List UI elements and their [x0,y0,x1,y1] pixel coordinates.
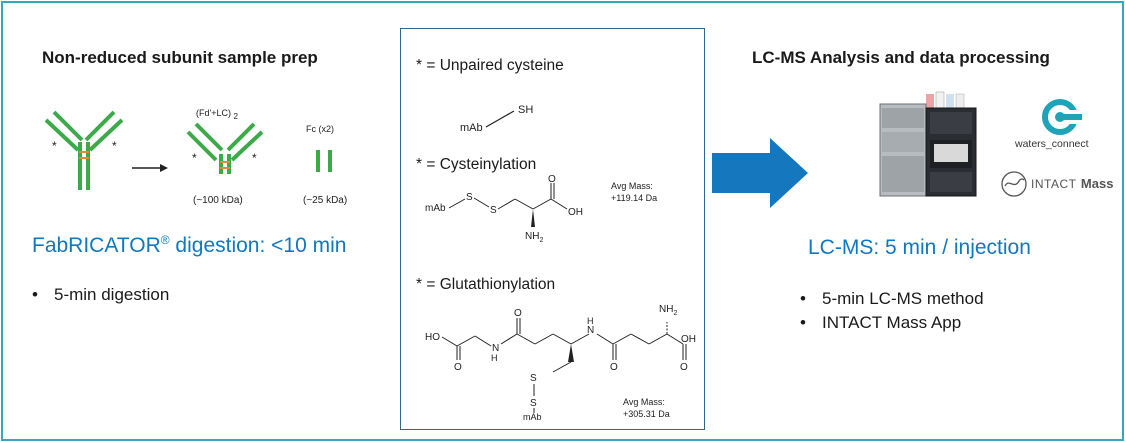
cys-mass-label: Avg Mass: [611,181,653,191]
right-bullet-1: 5-min LC-MS method [800,289,984,309]
fc-fragment-icon [316,150,332,172]
left-bullet: 5-min digestion [32,285,169,305]
asterisk-right: * [112,139,117,153]
mab-label: mAb [460,122,483,134]
left-section-title: Non-reduced subunit sample prep [42,48,318,67]
fc-label: Fc (x2) [306,124,334,134]
glu-o1: O [454,362,462,373]
lcms-title: LC-MS: 5 min / injection [808,236,1031,259]
glu-h1: H [491,353,498,363]
glu-o4: O [680,362,688,373]
glu-nh2: NH2 [659,304,677,317]
sh-label: SH [518,104,533,116]
glu-mab-label: mAb [523,412,542,422]
glu-s1: S [530,373,537,384]
fragment-antibody-icon: * * [186,122,264,174]
cys-mab-label: mAb [425,203,446,214]
fragment-asterisk-right: * [252,151,257,165]
glu-oh: OH [681,334,696,345]
glu-mass-label: Avg Mass: [623,397,665,407]
unpaired-cysteine-title: * = Unpaired cysteine [416,57,564,74]
cysteinylation-title: * = Cysteinylation [416,156,537,173]
glu-h2: H [587,316,594,326]
cys-nh2: NH2 [525,231,543,244]
cys-oh: OH [568,207,583,218]
fragment-asterisk-left: * [192,151,197,165]
glutathionylation-title: * = Glutathionylation [416,276,556,293]
glu-o3: O [610,362,618,373]
intact-mass-label: INTACT Mass [1031,176,1114,191]
right-section-title: LC-MS Analysis and data processing [752,48,1050,67]
waters-connect-label: waters_connect [1015,138,1089,150]
glu-n2: N [587,325,594,336]
intact-antibody-icon: * * [44,110,124,190]
intact-mass-logo-icon [1001,171,1027,197]
unpaired-cysteine-structure: mAb SH [460,104,533,134]
modification-box [400,28,705,430]
fragment-label: (Fd'+LC) 2 [196,108,238,121]
right-arrow-icon [712,138,808,208]
digestion-arrow-icon [132,164,168,172]
lc-ms-instrument-icon [879,91,977,197]
glu-o2: O [514,308,522,319]
waters-connect-logo-icon [1042,99,1082,135]
asterisk-left: * [52,139,57,153]
glu-ho: HO [425,332,440,343]
glu-s2: S [530,398,537,409]
cysteinylation-structure: mAb S S O OH NH2 [425,175,583,244]
cys-s1: S [466,192,473,203]
right-bullet-2: INTACT Mass App [800,313,961,333]
cys-mass-value: +119.14 Da [611,193,658,203]
cys-s2: S [490,205,497,216]
fragment-mass: (~100 kDa) [193,195,243,206]
glu-n1: N [492,343,499,354]
digestion-title: FabRICATOR® digestion: <10 min [32,233,347,257]
glutathionylation-structure: HO O N H O N H S S O NH2 O OH [425,304,696,413]
cys-o: O [548,175,556,185]
glu-mass-value: +305.31 Da [623,409,670,419]
antibody-schematic: * * * * [44,110,332,190]
fc-mass: (~25 kDa) [303,195,348,206]
